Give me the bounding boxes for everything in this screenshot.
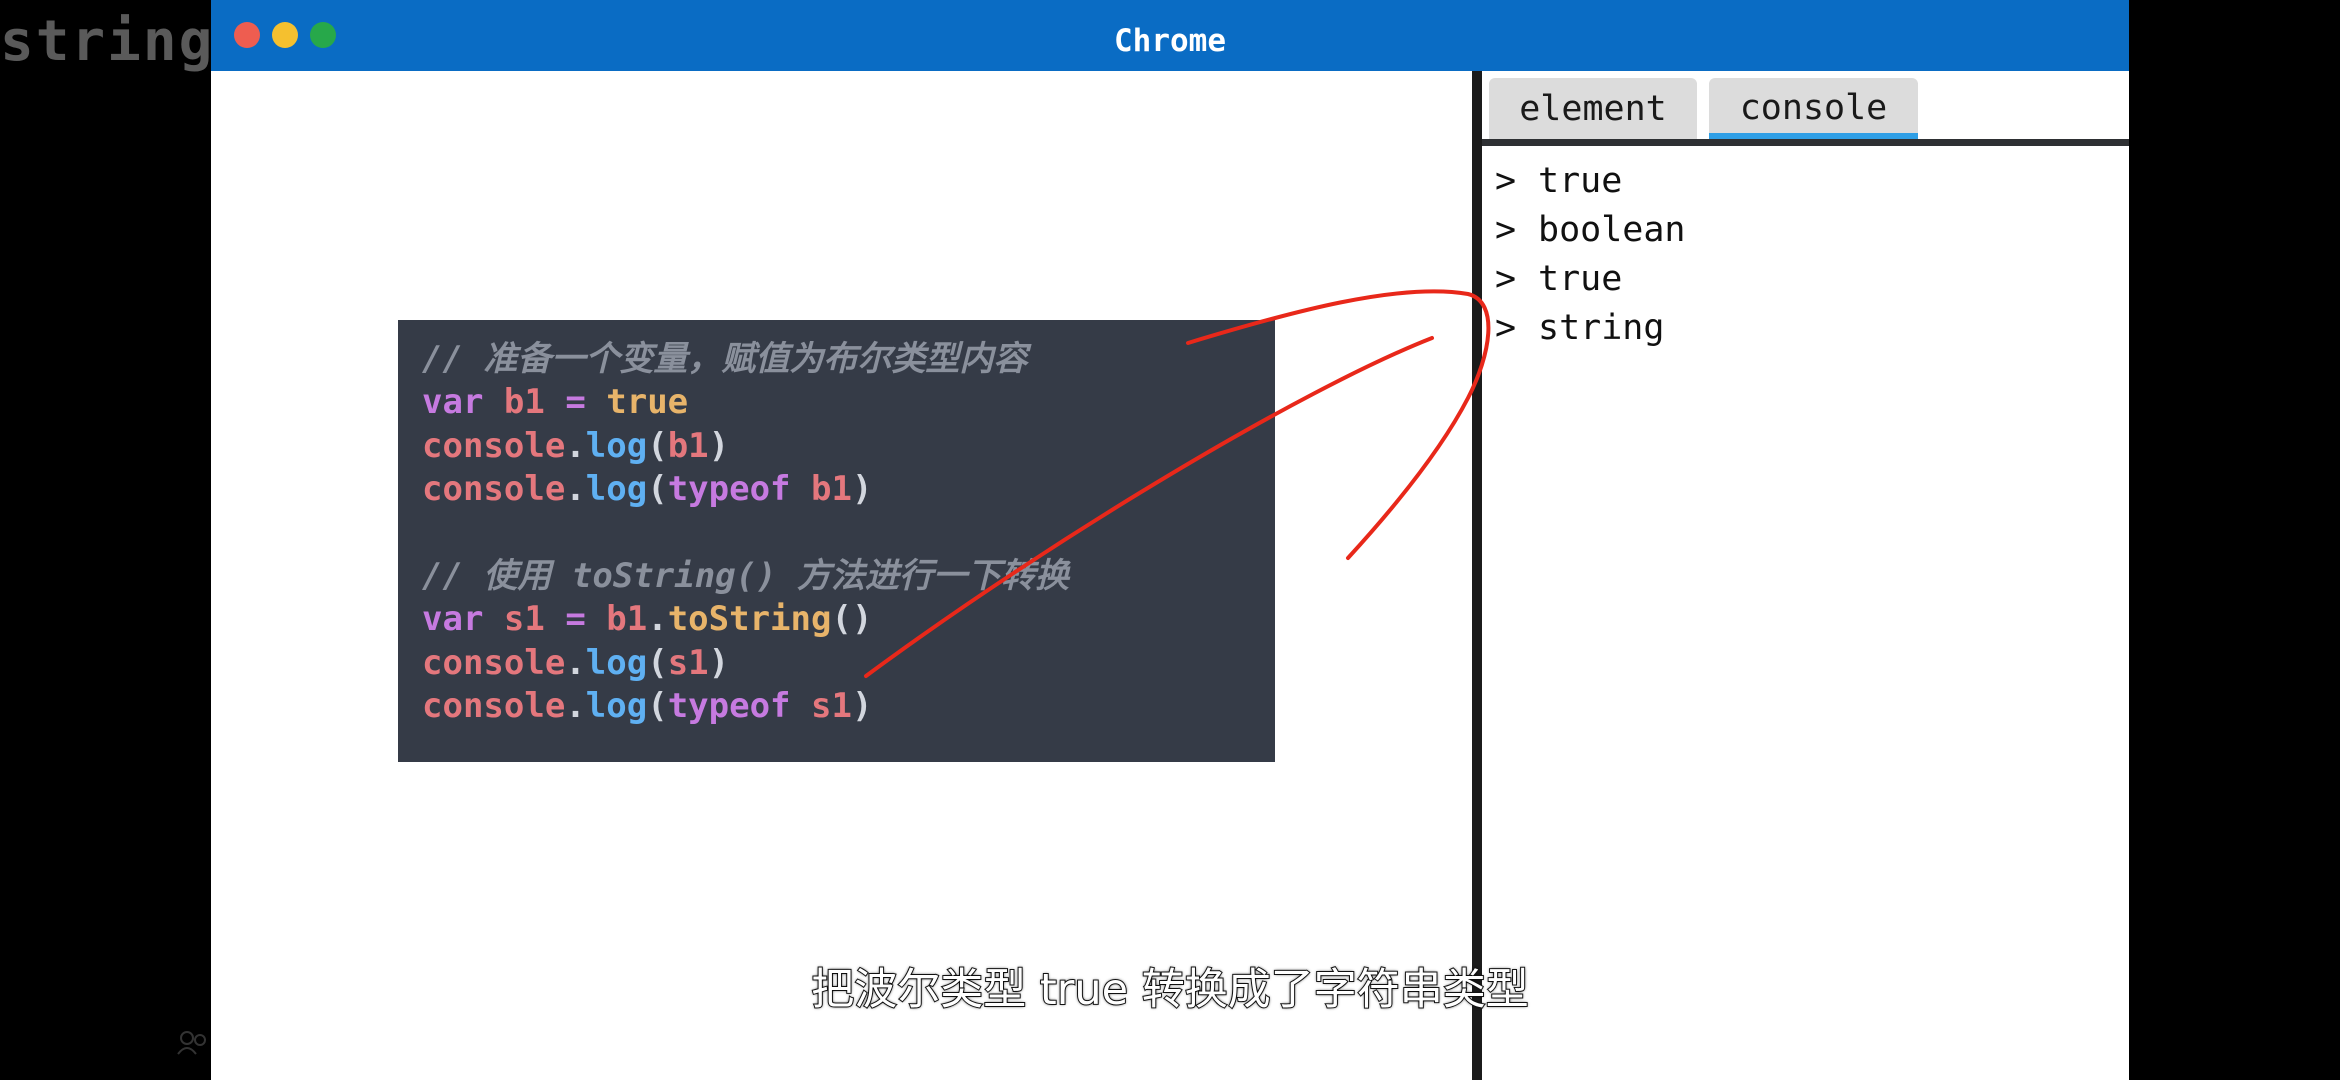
code-token: . <box>565 686 586 727</box>
devtools-tab-bar: element console <box>1482 71 2129 147</box>
code-token: ) <box>851 469 873 510</box>
console-line: > true <box>1482 157 2129 206</box>
code-token: b1 <box>790 469 852 510</box>
code-token: console <box>422 642 566 683</box>
close-window-button[interactable] <box>234 22 260 48</box>
code-token: . <box>565 469 586 510</box>
code-token: typeof <box>667 469 791 510</box>
panel-divider[interactable] <box>1472 71 1482 1080</box>
video-subtitle: 把波尔类型 true 转换成了字符串类型 <box>810 964 1530 1016</box>
code-token: console <box>422 425 566 466</box>
code-token: . <box>647 599 668 640</box>
code-line: console.log(b1) <box>422 425 1251 468</box>
code-token: // 准备一个变量，赋值为布尔类型内容 <box>422 339 1028 379</box>
code-token: var <box>422 382 484 423</box>
code-token: log <box>585 425 648 466</box>
code-line: var s1 = b1.toString() <box>422 598 1251 641</box>
console-prompt: > <box>1495 210 1517 250</box>
code-line: console.log(typeof b1) <box>422 468 1251 511</box>
tab-console[interactable]: console <box>1709 78 1918 139</box>
code-token: = <box>565 599 586 640</box>
window-title: Chrome <box>1114 23 1226 59</box>
title-bar: Chrome <box>211 0 2129 71</box>
code-token: true <box>585 382 689 423</box>
code-token: log <box>585 469 648 510</box>
code-token: toString <box>667 599 832 640</box>
code-line: console.log(s1) <box>422 642 1251 685</box>
code-token: console <box>422 469 566 510</box>
code-token: log <box>585 686 648 727</box>
tab-element[interactable]: element <box>1489 78 1697 139</box>
code-token: ( <box>647 642 668 683</box>
code-line: var b1 = true <box>422 381 1251 424</box>
code-token: . <box>565 642 586 683</box>
console-line: > boolean <box>1482 206 2129 255</box>
code-token: ( <box>647 686 668 727</box>
code-token: s1 <box>667 642 709 683</box>
minimize-window-button[interactable] <box>272 22 298 48</box>
code-token: s1 <box>483 599 566 640</box>
console-output: > true > boolean > true > string <box>1482 157 2129 353</box>
code-token: typeof <box>667 686 791 727</box>
code-token: ) <box>708 642 730 683</box>
console-line: > true <box>1482 255 2129 304</box>
code-token: = <box>565 382 586 423</box>
code-token: b1 <box>483 382 566 423</box>
console-line: > string <box>1482 304 2129 353</box>
code-token: () <box>831 599 873 640</box>
code-token: ( <box>647 469 668 510</box>
overlay-corner-text: string <box>0 9 215 74</box>
console-value: string <box>1538 308 1665 348</box>
code-token: var <box>422 599 484 640</box>
code-token: b1 <box>585 599 648 640</box>
code-line: console.log(typeof s1) <box>422 685 1251 728</box>
console-value: true <box>1538 161 1623 201</box>
devtools-panel: element console > true > boolean > true > strin… <box>1482 71 2129 1080</box>
console-value: true <box>1538 259 1623 299</box>
maximize-window-button[interactable] <box>310 22 336 48</box>
console-value: boolean <box>1538 210 1686 250</box>
watermark-icon <box>177 1031 206 1055</box>
code-token: ( <box>647 425 668 466</box>
code-token: ) <box>851 686 873 727</box>
code-token: ) <box>708 425 730 466</box>
console-prompt: > <box>1495 259 1517 299</box>
code-token: // 使用 toString() 方法进行一下转换 <box>422 555 1070 596</box>
code-token: log <box>585 642 648 683</box>
code-token: b1 <box>667 425 709 466</box>
console-prompt: > <box>1495 308 1517 348</box>
code-line: // 准备一个变量，赋值为布尔类型内容 <box>422 338 1251 381</box>
code-token: s1 <box>790 686 852 727</box>
code-token: . <box>565 425 586 466</box>
tab-bar-underline <box>1482 139 2129 146</box>
code-line: // 使用 toString() 方法进行一下转换 <box>422 555 1251 598</box>
code-token: console <box>422 686 566 727</box>
code-line <box>422 512 1251 555</box>
console-prompt: > <box>1495 161 1517 201</box>
